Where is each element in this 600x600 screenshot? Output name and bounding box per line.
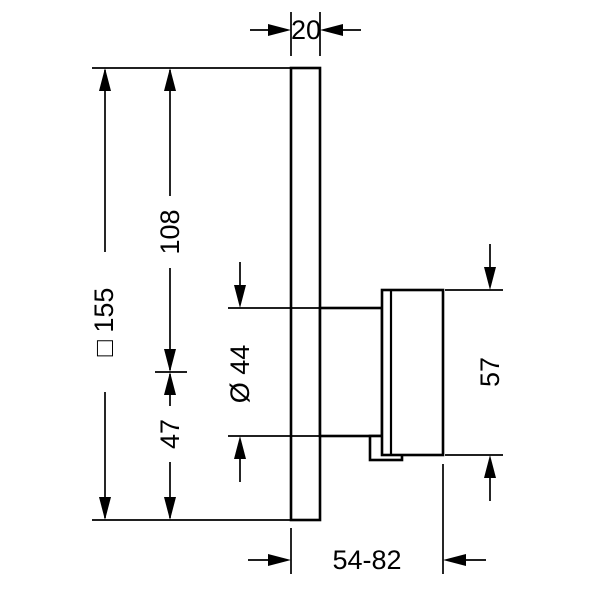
arrowhead-right-icon [268,554,291,566]
arrowhead-down-icon [164,349,176,372]
arrowhead-left-icon [443,554,466,566]
dim-label-overall-height: □ 155 [89,288,119,357]
wall-plate [289,66,322,522]
dim-projection-range: 54-82 [248,464,486,575]
dim-upper-height: 108 [155,68,187,373]
dim-label-handle-height: 57 [475,357,505,387]
arrowhead-up-icon [99,68,111,91]
dim-label-plate-thickness: 20 [291,15,321,45]
arrowhead-left-icon [320,24,343,36]
dim-overall-height: □ 155 [89,67,291,521]
handle-knob [380,288,445,457]
arrowhead-up-icon [234,436,246,459]
dim-valve-diameter: Ø 44 [225,262,319,482]
arrowhead-down-icon [99,497,111,520]
arrowhead-right-icon [268,24,291,36]
arrowhead-down-icon [484,267,496,290]
dim-plate-thickness: 20 [250,12,361,56]
dim-label-projection: 54-82 [332,545,401,575]
arrowhead-down-icon [164,497,176,520]
arrowhead-down-icon [234,285,246,308]
dim-label-lower-height: 47 [155,419,185,449]
arrowhead-up-icon [484,455,496,478]
dim-label-valve-diameter: Ø 44 [225,345,255,404]
dim-lower-height: 47 [155,372,185,520]
arrowhead-up-icon [164,372,176,395]
dim-label-upper-height: 108 [155,209,185,254]
dim-handle-height: 57 [445,244,505,501]
fixture-side-view [289,66,445,522]
valve-body [318,306,384,438]
arrowhead-up-icon [164,68,176,91]
